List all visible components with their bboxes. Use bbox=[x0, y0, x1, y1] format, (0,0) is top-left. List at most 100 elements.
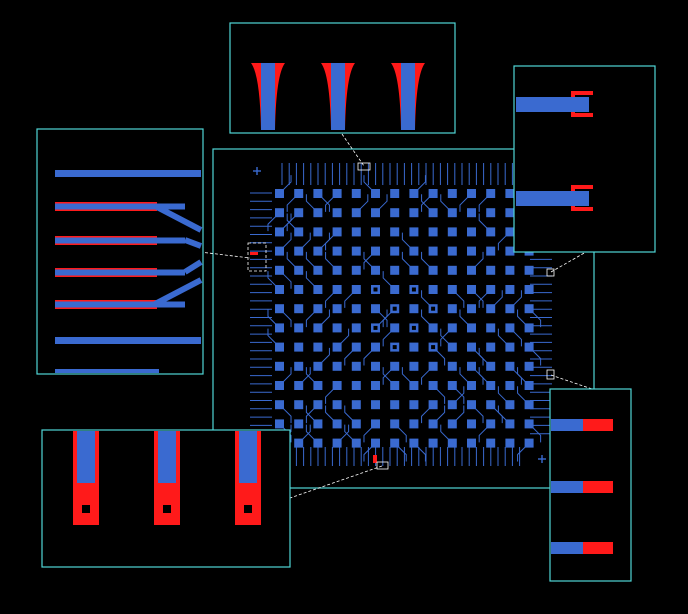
pad bbox=[332, 381, 342, 390]
trace-segment bbox=[77, 431, 95, 483]
pad bbox=[351, 323, 361, 333]
pad bbox=[447, 419, 457, 429]
pad bbox=[524, 304, 534, 314]
pad bbox=[313, 361, 323, 371]
pad bbox=[505, 227, 515, 237]
pad bbox=[505, 419, 515, 429]
pad bbox=[313, 323, 323, 333]
pad bbox=[371, 208, 380, 218]
pad bbox=[447, 189, 457, 198]
pad bbox=[428, 246, 438, 256]
pad bbox=[467, 419, 476, 429]
pad bbox=[486, 208, 496, 218]
pad bbox=[486, 419, 496, 429]
pad bbox=[351, 189, 361, 198]
trace-segment bbox=[55, 337, 201, 344]
pad bbox=[428, 438, 438, 448]
pad bbox=[447, 381, 457, 390]
pad bbox=[467, 400, 476, 410]
pad bbox=[294, 419, 304, 429]
pad bbox=[313, 381, 323, 390]
pad bbox=[275, 342, 284, 352]
pad bbox=[467, 323, 476, 333]
pad bbox=[428, 208, 438, 218]
pad bbox=[351, 400, 361, 410]
pad bbox=[275, 361, 284, 371]
pad bbox=[409, 304, 419, 314]
board-layout bbox=[250, 163, 552, 466]
pad bbox=[351, 381, 361, 390]
trace-segment bbox=[551, 419, 583, 431]
copper-pad bbox=[583, 481, 613, 493]
via bbox=[163, 505, 171, 513]
pad bbox=[486, 227, 496, 237]
pad bbox=[409, 246, 419, 256]
pad bbox=[524, 438, 534, 448]
pad bbox=[275, 227, 284, 237]
pad bbox=[447, 361, 457, 371]
pad bbox=[275, 208, 284, 218]
pad bbox=[351, 246, 361, 256]
inset-bottom-left bbox=[41, 429, 291, 568]
pad bbox=[390, 285, 400, 294]
pad bbox=[428, 361, 438, 371]
pad bbox=[524, 323, 534, 333]
via bbox=[373, 325, 378, 330]
pad bbox=[467, 265, 476, 275]
trace-segment bbox=[55, 237, 185, 244]
pad bbox=[371, 419, 380, 429]
pad bbox=[486, 189, 496, 198]
pad bbox=[332, 304, 342, 314]
pad bbox=[313, 227, 323, 237]
pad bbox=[505, 246, 515, 256]
trace-segment bbox=[261, 63, 275, 130]
pad bbox=[467, 342, 476, 352]
pad bbox=[313, 246, 323, 256]
trace-segment bbox=[331, 63, 345, 130]
board-frame bbox=[212, 148, 595, 489]
pad bbox=[409, 227, 419, 237]
pad bbox=[294, 246, 304, 256]
pad bbox=[486, 246, 496, 256]
pad bbox=[467, 361, 476, 371]
inset-top-center bbox=[229, 22, 456, 134]
via bbox=[411, 287, 416, 292]
copper-pad bbox=[583, 542, 613, 554]
pad bbox=[428, 285, 438, 294]
trace-segment bbox=[55, 369, 159, 373]
pad bbox=[390, 361, 400, 371]
pad bbox=[505, 189, 515, 198]
pad bbox=[371, 304, 380, 314]
pad bbox=[524, 265, 534, 275]
trace-bend bbox=[153, 203, 203, 233]
pad bbox=[486, 265, 496, 275]
pad bbox=[332, 189, 342, 198]
pad bbox=[505, 342, 515, 352]
pad bbox=[351, 208, 361, 218]
pad bbox=[409, 189, 419, 198]
pad bbox=[390, 189, 400, 198]
pad bbox=[390, 227, 400, 237]
pad-grid bbox=[275, 189, 534, 448]
trace-segment bbox=[239, 431, 257, 483]
pad bbox=[409, 361, 419, 371]
pad bbox=[467, 227, 476, 237]
trace-segment bbox=[551, 481, 583, 493]
via bbox=[411, 325, 416, 330]
pad bbox=[294, 189, 304, 198]
pad bbox=[486, 438, 496, 448]
plus-icon bbox=[253, 167, 261, 175]
pad bbox=[313, 400, 323, 410]
pad bbox=[332, 342, 342, 352]
trace-segment bbox=[55, 301, 185, 308]
pad bbox=[275, 381, 284, 390]
copper-pad bbox=[583, 419, 613, 431]
pad bbox=[467, 208, 476, 218]
pad bbox=[275, 304, 284, 314]
pad bbox=[428, 323, 438, 333]
pad bbox=[390, 265, 400, 275]
pad bbox=[467, 438, 476, 448]
pad bbox=[332, 227, 342, 237]
pad bbox=[313, 342, 323, 352]
